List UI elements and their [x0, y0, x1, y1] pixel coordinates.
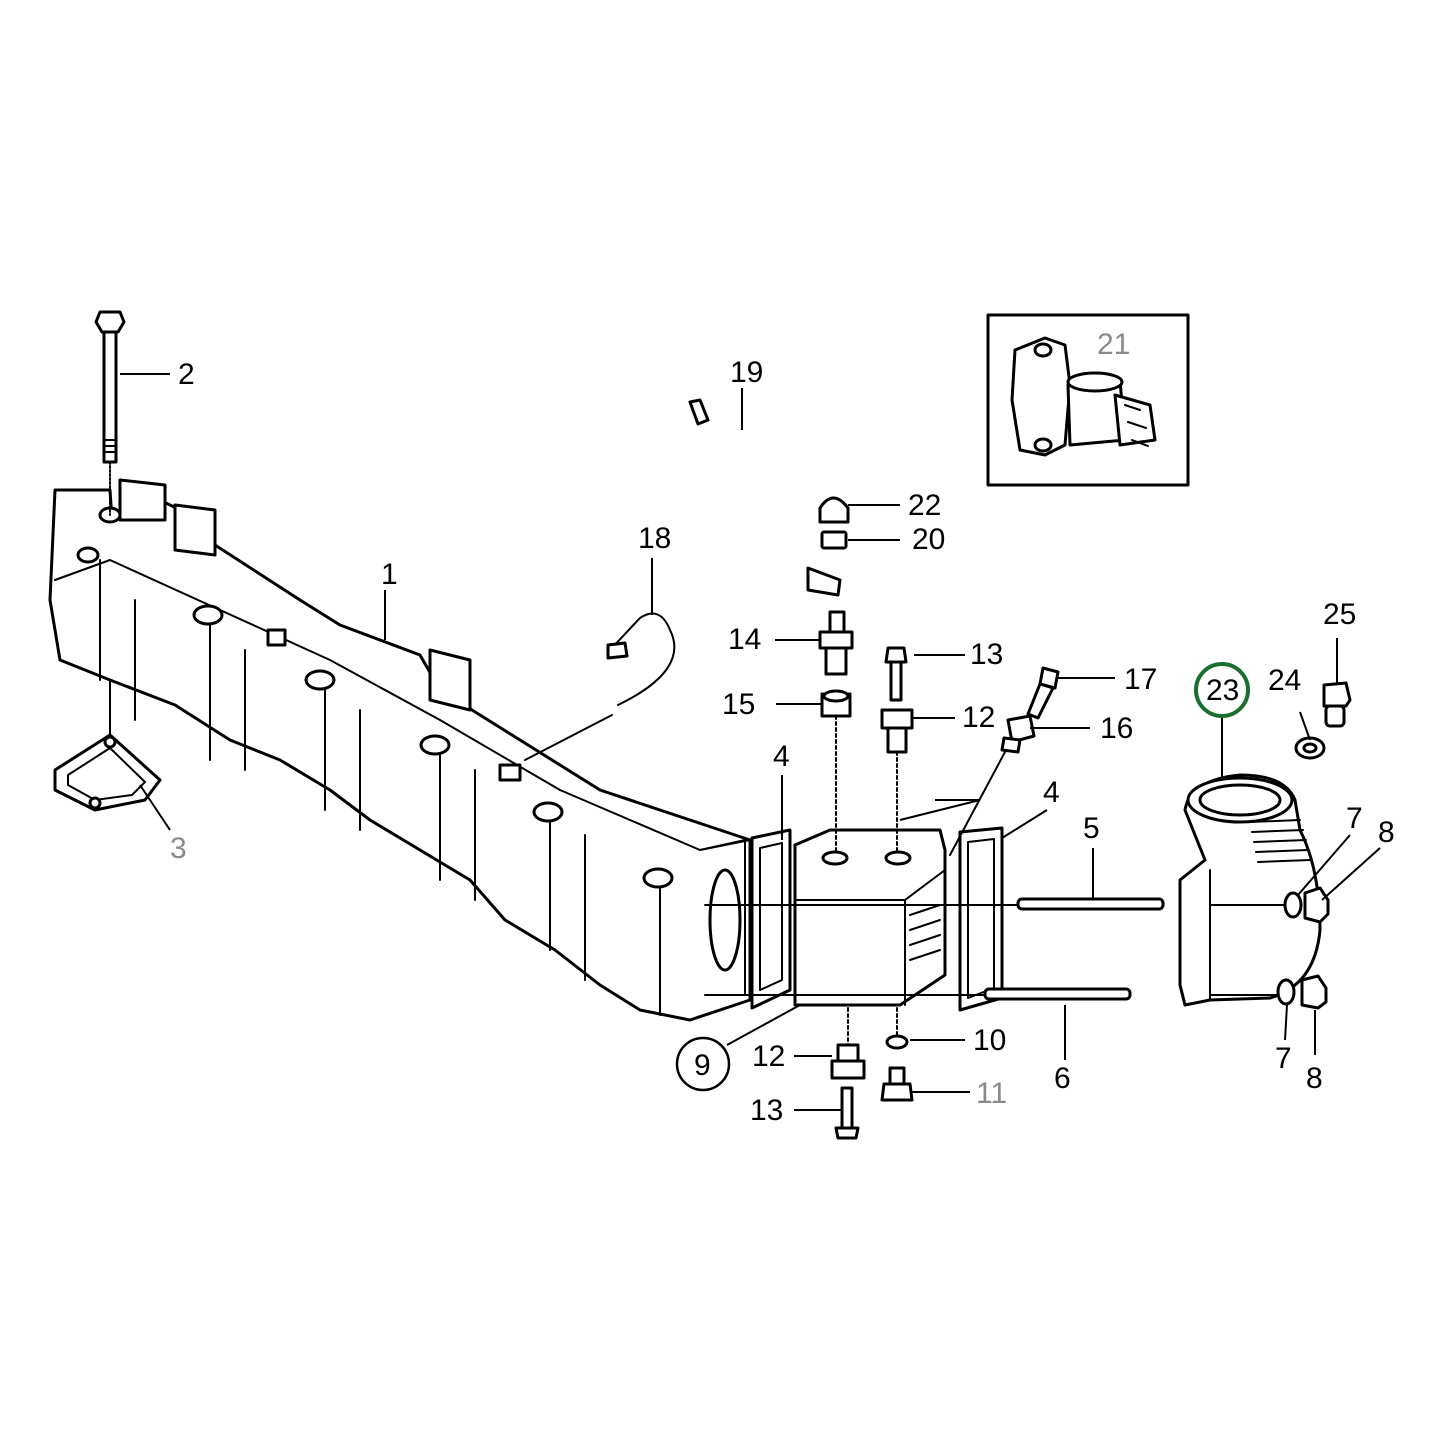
callout-12-lower: 12	[752, 1040, 785, 1073]
washer-upper-part	[1283, 891, 1303, 919]
stud-lower-part	[704, 987, 1132, 1001]
stud-upper-part	[704, 897, 1165, 911]
sensor-stud-part	[818, 610, 854, 676]
washer-small-part	[885, 1034, 909, 1050]
callout-4-left: 4	[773, 740, 790, 773]
washer-lower-part	[1276, 978, 1296, 1006]
callout-8-upper: 8	[1378, 816, 1395, 849]
callout-20: 20	[912, 523, 945, 556]
callout-13-upper: 13	[970, 638, 1003, 671]
callout-19: 19	[730, 356, 763, 389]
callout-15: 15	[722, 688, 755, 721]
exhaust-elbow-part	[1178, 773, 1322, 1007]
callout-1: 1	[381, 558, 398, 591]
nut-upper-part	[1303, 886, 1330, 924]
wire-clip-part	[524, 612, 676, 761]
ground-strap-part	[688, 398, 842, 597]
callout-6: 6	[1054, 1062, 1071, 1095]
bushing-part	[820, 689, 852, 851]
callout-8-lower: 8	[1306, 1062, 1323, 1095]
exhaust-manifold-part	[48, 478, 752, 1022]
callout-23-ring	[1194, 662, 1250, 718]
callout-7-upper: 7	[1346, 802, 1363, 835]
callout-10: 10	[973, 1024, 1006, 1057]
callout-3: 3	[170, 832, 187, 865]
screw-part	[1026, 666, 1060, 720]
hex-nut-part	[820, 530, 848, 550]
spacer-upper-part	[880, 708, 914, 851]
bolt-lower-part	[834, 1086, 860, 1140]
bolt-upper-part	[884, 646, 908, 702]
inset-sender-box	[986, 313, 1190, 487]
drain-plug-part	[1322, 681, 1352, 728]
temperature-sender-part	[949, 714, 1036, 856]
callout-5: 5	[1083, 812, 1100, 845]
leader-lines	[120, 373, 1381, 1111]
cap-nut-part	[818, 496, 850, 524]
callout-4-right: 4	[1043, 776, 1060, 809]
callout-25: 25	[1323, 598, 1356, 631]
callout-21: 21	[1097, 328, 1130, 361]
callout-22: 22	[908, 489, 941, 522]
callout-2: 2	[178, 358, 195, 391]
callout-23: 23	[1206, 674, 1239, 707]
callout-14: 14	[728, 623, 761, 656]
callout-24: 24	[1268, 664, 1301, 697]
manifold-gasket-part	[53, 679, 162, 812]
callout-18: 18	[638, 522, 671, 555]
callout-7-lower: 7	[1275, 1042, 1292, 1075]
manifold-bolt-part	[94, 310, 126, 516]
flange-gasket-left-part	[750, 828, 792, 1010]
nut-lower-part	[1300, 974, 1328, 1010]
seal-washer-part	[1294, 736, 1326, 760]
flange-gasket-right-part	[958, 826, 1004, 1012]
callout-12-upper: 12	[962, 701, 995, 734]
callout-17: 17	[1124, 663, 1157, 696]
callout-11: 11	[976, 1077, 1007, 1110]
riser-block-part	[793, 828, 947, 1007]
callout-13-lower: 13	[750, 1094, 783, 1127]
spacer-lower-part	[830, 1007, 866, 1080]
callout-9-ring	[675, 1036, 731, 1092]
drain-cock-part	[880, 1007, 914, 1102]
callout-16: 16	[1100, 712, 1133, 745]
callout-9: 9	[694, 1049, 711, 1082]
